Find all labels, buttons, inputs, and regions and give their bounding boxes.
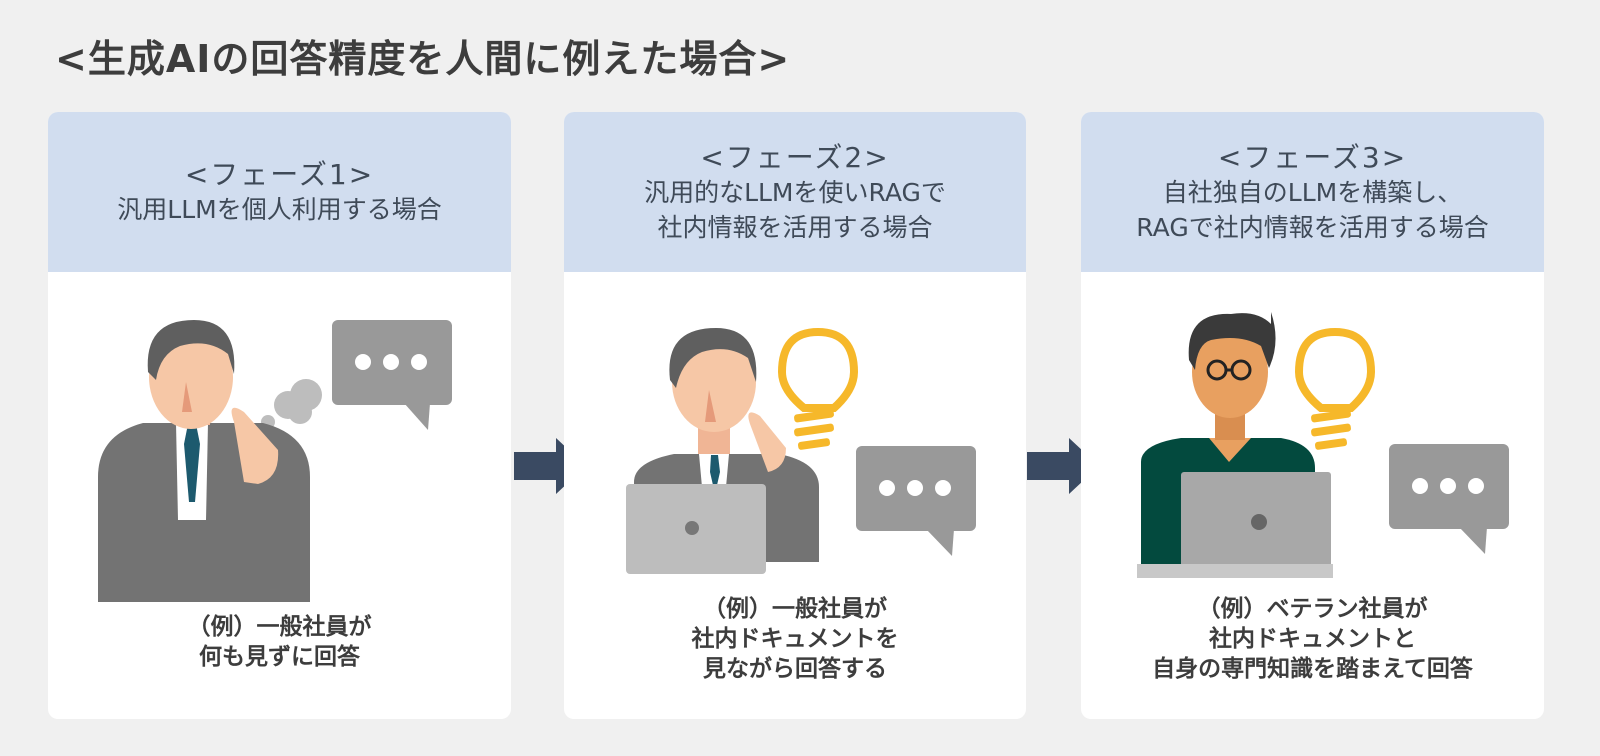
speech-bubble-icon <box>332 320 452 430</box>
lightbulb-icon <box>1294 327 1376 450</box>
caption-line: （例）ベテラン社員が <box>1197 596 1428 622</box>
caption-line: （例）一般社員が <box>703 596 887 622</box>
speech-bubble-icon <box>856 446 976 556</box>
employee-figure <box>626 328 819 574</box>
phase-title: <フェーズ3> <box>1217 140 1408 174</box>
phase-description-line: RAGで社内情報を活用する場合 <box>1136 212 1489 242</box>
phase-header: <フェーズ2> 汎用的なLLMを使いRAGで 社内情報を活用する場合 <box>564 112 1026 272</box>
illustration-employee-with-laptop <box>626 327 976 574</box>
caption-line: 見ながら回答する <box>703 656 887 682</box>
caption-line: 何も見ずに回答 <box>199 644 360 670</box>
phase-description-line: 社内情報を活用する場合 <box>657 212 933 242</box>
phase-card-1: <フェーズ1> 汎用LLMを個人利用する場合 <box>48 112 511 719</box>
caption-line: 社内ドキュメントと <box>1209 626 1416 652</box>
phase-description-line: 汎用的なLLMを使いRAGで <box>644 177 946 207</box>
phase-header: <フェーズ3> 自社独自のLLMを構築し、 RAGで社内情報を活用する場合 <box>1081 112 1544 272</box>
caption-line: 自身の専門知識を踏まえて回答 <box>1152 656 1473 682</box>
speech-bubble-icon <box>1389 444 1509 554</box>
thought-cloud-icon <box>252 379 322 441</box>
phase-card-2: <フェーズ2> 汎用的なLLMを使いRAGで 社内情報を活用する場合 <box>564 112 1026 719</box>
page-title: <生成AIの回答精度を人間に例えた場合> <box>55 37 791 81</box>
lightbulb-icon <box>777 327 859 450</box>
phase-description-line: 汎用LLMを個人利用する場合 <box>117 195 442 224</box>
phase-card-3: <フェーズ3> 自社独自のLLMを構築し、 RAGで社内情報を活用する場合 <box>1081 112 1544 719</box>
phase-caption: （例）一般社員が 社内ドキュメントを 見ながら回答する <box>564 594 1026 684</box>
phase-caption: （例）一般社員が 何も見ずに回答 <box>48 612 511 672</box>
phase-caption: （例）ベテラン社員が 社内ドキュメントと 自身の専門知識を踏まえて回答 <box>1081 594 1544 684</box>
illustration-thinking-employee <box>98 320 452 602</box>
employee-figure <box>98 320 310 602</box>
caption-line: 社内ドキュメントを <box>691 626 899 652</box>
phase-title: <フェーズ2> <box>700 140 890 174</box>
phase-header: <フェーズ1> 汎用LLMを個人利用する場合 <box>48 112 511 272</box>
caption-line: （例）一般社員が <box>187 614 372 640</box>
illustration-veteran-with-laptop <box>1137 312 1509 578</box>
veteran-figure <box>1137 312 1333 578</box>
phase-title: <フェーズ1> <box>184 158 375 191</box>
phase-description-line: 自社独自のLLMを構築し、 <box>1162 177 1463 207</box>
